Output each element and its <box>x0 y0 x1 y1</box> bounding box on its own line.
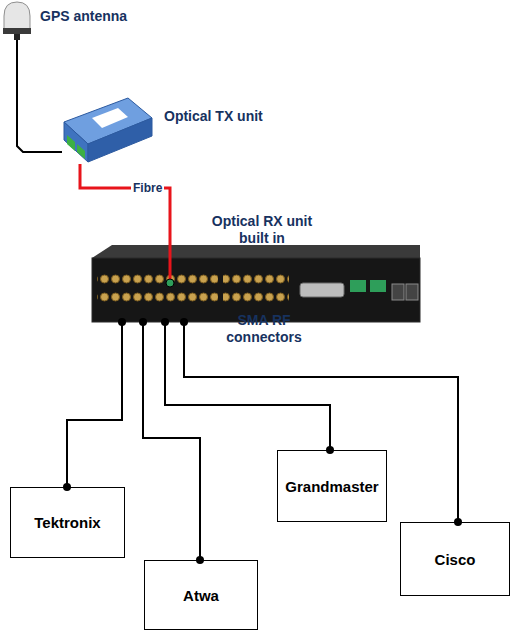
antenna-connector <box>14 34 20 40</box>
optical-tx-unit: Optical TX unit <box>62 98 154 164</box>
box-label: Cisco <box>435 551 476 568</box>
rack-top <box>92 245 420 258</box>
tx-unit-port <box>77 144 85 159</box>
part-label: SMA RF connectors <box>218 312 310 346</box>
equipment-box: Grandmaster <box>277 450 387 522</box>
terminal-block <box>350 280 366 292</box>
equipment-box: Atwa <box>144 560 258 630</box>
gps-antenna: GPS antenna <box>2 2 32 40</box>
rf-cable <box>184 322 458 522</box>
fibre-link <box>80 164 170 245</box>
fibre-port <box>166 279 174 287</box>
tx-unit-side <box>88 118 152 162</box>
sma-connector-row <box>223 271 289 307</box>
fibre-lead <box>169 245 172 283</box>
part-label: Optical RX unit built in <box>210 213 314 247</box>
db-connector <box>300 283 344 297</box>
part-label: GPS antenna <box>40 8 170 25</box>
rack-unit: Optical RX unit built inSMA RF connector… <box>92 245 420 322</box>
box-label: Atwa <box>183 587 219 604</box>
connector-label: Fibre <box>131 181 164 196</box>
tx-unit-port <box>67 135 75 151</box>
terminal-block <box>370 280 386 292</box>
antenna-dome <box>4 2 30 30</box>
box-label: Tektronix <box>34 514 100 531</box>
tx-unit-front <box>64 122 88 162</box>
sma-connector-row <box>97 271 218 307</box>
box-label: Grandmaster <box>285 478 378 495</box>
antenna-base <box>3 28 31 34</box>
part-label: Optical TX unit <box>164 108 314 125</box>
tx-unit-sticker <box>92 108 128 128</box>
power-socket <box>406 284 418 300</box>
rf-cable <box>143 322 200 560</box>
power-socket <box>392 284 404 300</box>
equipment-box: Cisco <box>400 522 510 596</box>
equipment-box: Tektronix <box>10 487 125 558</box>
rf-cable <box>67 322 122 487</box>
coax-cable <box>17 40 62 152</box>
